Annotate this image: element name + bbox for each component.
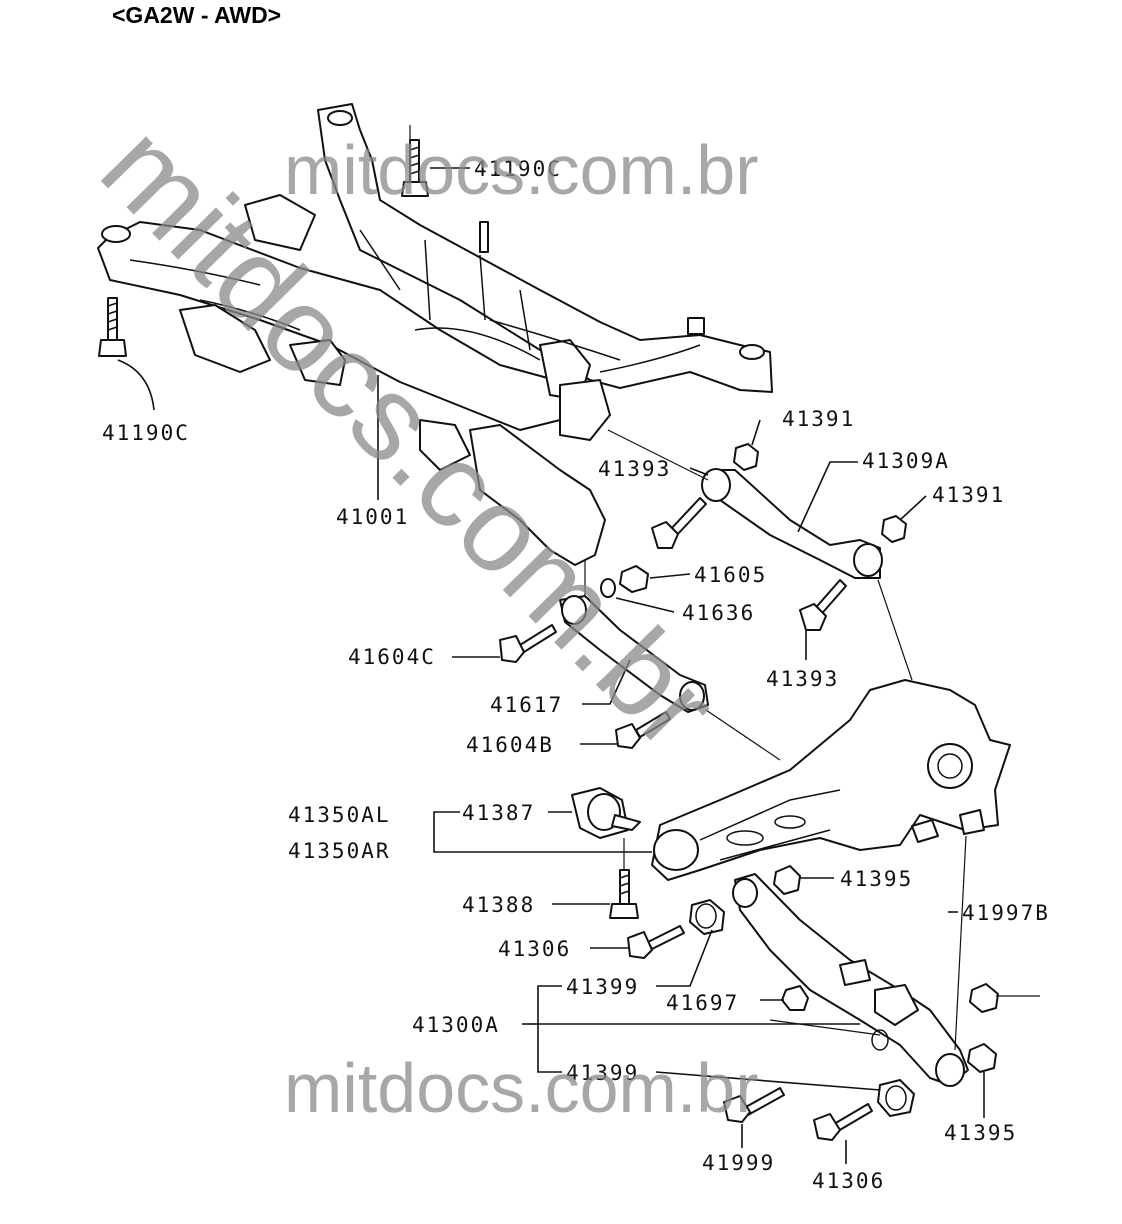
label-41697: 41697 bbox=[666, 991, 739, 1015]
label-41393-b: 41393 bbox=[766, 667, 839, 691]
nut-41395-b bbox=[967, 1043, 997, 1073]
label-41306-b: 41306 bbox=[812, 1169, 885, 1193]
bolt-41306-b bbox=[813, 1103, 873, 1141]
nut-41605 bbox=[619, 565, 649, 593]
bolt-41306-a bbox=[627, 925, 685, 959]
part-labels: 41190C 41190C 41001 41391 41393 41309A 4… bbox=[102, 157, 1050, 1193]
nut-41391-b bbox=[881, 515, 907, 543]
nut-41391-a bbox=[733, 443, 759, 471]
label-41399-a: 41399 bbox=[566, 975, 639, 999]
label-41395-b: 41395 bbox=[944, 1121, 1017, 1145]
bolt-41393-b bbox=[799, 579, 847, 631]
watermark-top: mitdocs.com.br bbox=[284, 131, 759, 209]
bolt-41999 bbox=[723, 1087, 785, 1123]
bolt-41604c bbox=[499, 624, 557, 663]
nut-41697 bbox=[781, 985, 809, 1011]
label-41391-a: 41391 bbox=[782, 407, 855, 431]
label-41393-a: 41393 bbox=[598, 457, 671, 481]
bushing-41387 bbox=[571, 787, 641, 839]
label-41001: 41001 bbox=[336, 505, 409, 529]
label-41997b: 41997B bbox=[962, 901, 1050, 925]
label-41391-b: 41391 bbox=[932, 483, 1005, 507]
bushing-41399-b bbox=[877, 1079, 915, 1117]
upper-control-arm bbox=[701, 468, 883, 579]
nut-41997b bbox=[969, 983, 999, 1013]
label-41300a: 41300A bbox=[412, 1013, 500, 1037]
label-41190c-top: 41190C bbox=[474, 157, 562, 181]
label-41617: 41617 bbox=[490, 693, 563, 717]
toe-control-arm bbox=[559, 595, 709, 713]
bolt-41388 bbox=[609, 869, 639, 919]
label-41395-a: 41395 bbox=[840, 867, 913, 891]
label-41604b: 41604B bbox=[466, 733, 554, 757]
diagram-title: <GA2W - AWD> bbox=[112, 2, 282, 28]
leader-lines bbox=[117, 167, 985, 1164]
label-41388: 41388 bbox=[462, 893, 535, 917]
bolt-41393-a bbox=[651, 497, 707, 549]
label-41190c-left: 41190C bbox=[102, 421, 190, 445]
label-41350ar: 41350AR bbox=[288, 839, 391, 863]
label-41636: 41636 bbox=[682, 601, 755, 625]
bolt-41190c-top bbox=[401, 139, 429, 197]
nut-41395-a bbox=[773, 865, 801, 895]
rear-crossmember bbox=[97, 103, 773, 566]
trailing-arm-knuckle bbox=[651, 679, 1011, 881]
bolt-41190c-left bbox=[98, 297, 127, 357]
washer-41636 bbox=[600, 578, 616, 598]
label-41399-b: 41399 bbox=[566, 1061, 639, 1085]
label-41604c: 41604C bbox=[348, 645, 436, 669]
lower-control-arm bbox=[732, 873, 969, 1087]
label-41605: 41605 bbox=[694, 563, 767, 587]
bushing-41306-a bbox=[689, 899, 725, 935]
assembly-lines bbox=[409, 125, 1040, 1051]
watermark-bottom: mitdocs.com.br bbox=[284, 1049, 759, 1127]
label-41309a: 41309A bbox=[862, 449, 950, 473]
label-41387: 41387 bbox=[462, 801, 535, 825]
label-41306-a: 41306 bbox=[498, 937, 571, 961]
label-41350al: 41350AL bbox=[288, 803, 391, 827]
label-41999: 41999 bbox=[702, 1151, 775, 1175]
